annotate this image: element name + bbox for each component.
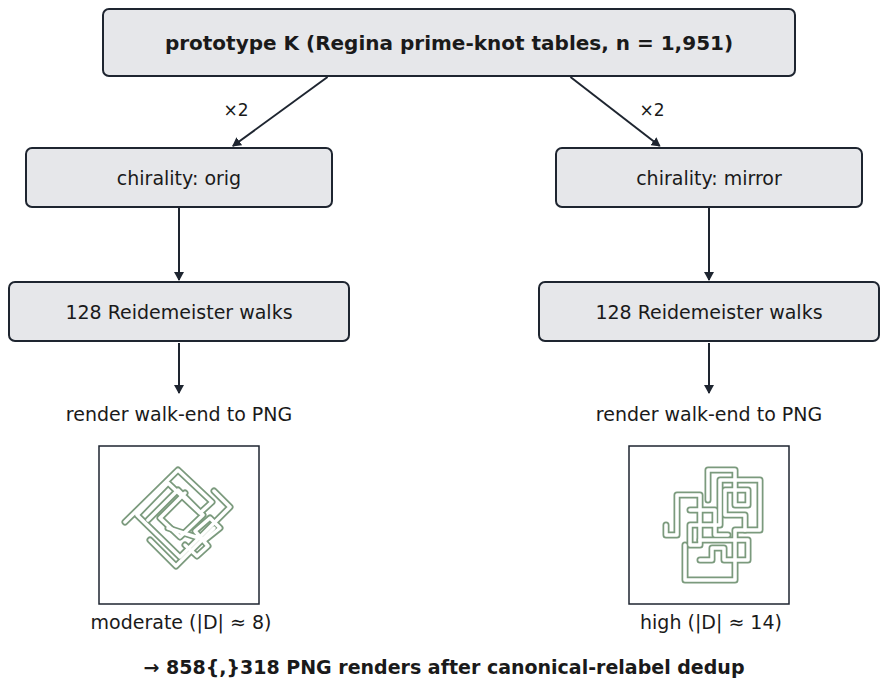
box-text: prototype K (Regina prime-knot tables, n… (165, 31, 733, 55)
step-label: render walk-end to PNG (596, 403, 822, 425)
process-box: prototype K (Regina prime-knot tables, n… (102, 8, 796, 77)
knot-render-high (666, 470, 760, 580)
box-text: 128 Reidemeister walks (595, 301, 822, 323)
process-box: 128 Reidemeister walks (538, 281, 880, 342)
render-arrow (178, 343, 180, 393)
step-label: render walk-end to PNG (66, 403, 292, 425)
box-text: chirality: orig (117, 167, 241, 189)
knot-render-moderate (125, 470, 230, 566)
process-box: 128 Reidemeister walks (8, 281, 350, 342)
flow-arrow (708, 208, 710, 280)
edge-label: ×2 (637, 100, 666, 120)
box-text: 128 Reidemeister walks (65, 301, 292, 323)
process-box: chirality: mirror (555, 147, 863, 208)
flow-arrow (178, 208, 180, 280)
step-label: high (|D| ≈ 14) (640, 611, 782, 633)
image-frame (629, 446, 789, 604)
step-label: moderate (|D| ≈ 8) (91, 611, 272, 633)
caption-note: → 858{,}318 PNG renders after canonical-… (144, 656, 745, 678)
edge-label: ×2 (221, 100, 250, 120)
box-text: chirality: mirror (636, 167, 782, 189)
render-arrow (708, 343, 710, 393)
image-frame (99, 446, 259, 604)
process-box: chirality: orig (25, 147, 333, 208)
